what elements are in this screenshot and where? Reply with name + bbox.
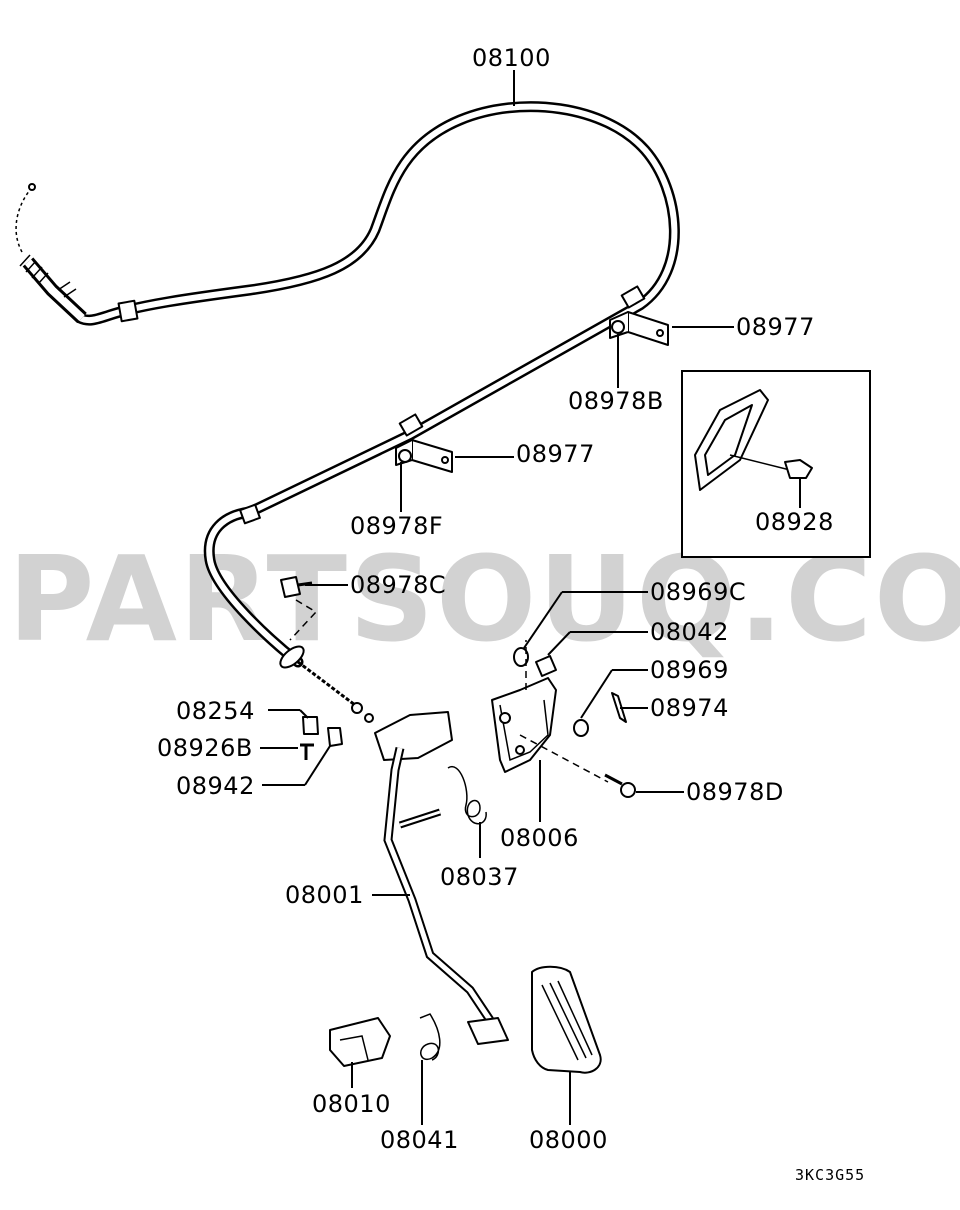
nut-08942[interactable]: [327, 727, 343, 747]
spring-08041[interactable]: [419, 1013, 441, 1061]
stopper-08042[interactable]: [535, 655, 557, 677]
label-08928[interactable]: 08928: [755, 508, 834, 536]
washer-08969[interactable]: [573, 719, 589, 737]
label-08978d[interactable]: 08978D: [686, 778, 784, 806]
label-08978f[interactable]: 08978F: [350, 512, 443, 540]
label-08926b[interactable]: 08926B: [157, 734, 253, 762]
clip-08928-detail[interactable]: [694, 389, 813, 491]
bolt-08978c[interactable]: [280, 576, 313, 598]
label-08037[interactable]: 08037: [440, 863, 519, 891]
label-08969[interactable]: 08969: [650, 656, 729, 684]
label-08001[interactable]: 08001: [285, 881, 364, 909]
label-08010[interactable]: 08010: [312, 1090, 391, 1118]
label-08977-upper[interactable]: 08977: [736, 313, 815, 341]
pedal-arm-08001[interactable]: [374, 711, 509, 1045]
label-08969c[interactable]: 08969C: [650, 578, 746, 606]
accelerator-cable[interactable]: [15, 101, 680, 723]
diagram-code: 3KC3G55: [795, 1166, 865, 1184]
washer-08969c[interactable]: [513, 647, 529, 667]
bushing-08254[interactable]: [302, 716, 319, 735]
label-08974[interactable]: 08974: [650, 694, 729, 722]
cable-clamp-upper[interactable]: [609, 311, 669, 346]
stopper-08010[interactable]: [329, 1017, 391, 1067]
label-08254[interactable]: 08254: [176, 697, 255, 725]
pedal-bracket-08006[interactable]: [491, 677, 557, 773]
label-08100[interactable]: 08100: [472, 44, 551, 72]
label-08006[interactable]: 08006: [500, 824, 579, 852]
cable-clamp-lower[interactable]: [395, 439, 453, 473]
cotter-pin-08974[interactable]: [611, 692, 627, 723]
label-08942[interactable]: 08942: [176, 772, 255, 800]
label-08978c[interactable]: 08978C: [350, 571, 446, 599]
label-08978b[interactable]: 08978B: [568, 387, 664, 415]
bolt-08978d[interactable]: [604, 773, 636, 798]
screw-08926b[interactable]: [300, 743, 314, 760]
label-08000[interactable]: 08000: [529, 1126, 608, 1154]
leader-lines: [260, 70, 801, 1125]
pedal-pad-08000[interactable]: [531, 965, 602, 1074]
label-08977-lower[interactable]: 08977: [516, 440, 595, 468]
label-08042[interactable]: 08042: [650, 618, 729, 646]
label-08041[interactable]: 08041: [380, 1126, 459, 1154]
return-spring-08037[interactable]: [447, 765, 487, 825]
